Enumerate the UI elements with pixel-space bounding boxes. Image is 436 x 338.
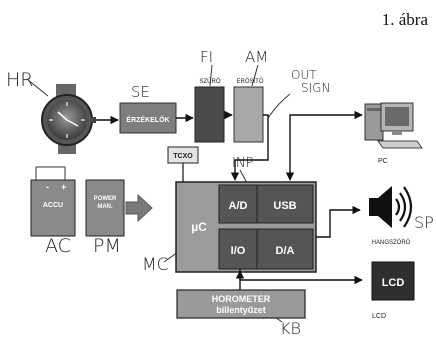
- label-fi: FI: [200, 48, 213, 66]
- da-label: D/A: [276, 245, 295, 257]
- accu-label: ACCU: [43, 202, 63, 209]
- label-out: OUT: [291, 68, 317, 82]
- lcd-screen-text: LCD: [382, 277, 405, 289]
- ad-label: A/D: [229, 200, 248, 212]
- sensors-label: ÉRZÉKELŐK: [126, 115, 169, 124]
- accu-block: - + ACCU: [31, 167, 75, 236]
- label-se: SE: [131, 83, 150, 101]
- speaker-label: HANGSZÓRÓ: [372, 239, 411, 246]
- pc-icon: PC: [365, 103, 422, 165]
- power-label-1: POWER: [94, 196, 117, 202]
- tcxo-label: TCXO: [173, 153, 193, 160]
- tcxo-block: TCXO: [168, 147, 198, 163]
- accu-plus: +: [61, 182, 66, 192]
- label-kb: KB: [280, 319, 301, 338]
- lcd-label: LCD: [372, 313, 386, 320]
- io-label: I/O: [231, 245, 246, 257]
- speaker-icon: HANGSZÓRÓ: [369, 186, 411, 246]
- amplifier-block: ERŐSÍTŐ: [234, 78, 264, 142]
- label-sp: SP: [414, 213, 434, 232]
- uc-label: µC: [191, 220, 207, 234]
- filter-label: SZŰRŐ: [200, 78, 221, 85]
- arrow-icon: [126, 195, 152, 221]
- mcu-block: µC A/D USB I/O D/A: [176, 182, 316, 272]
- keyboard-label-2: billentyűzet: [216, 305, 266, 315]
- pc-label: PC: [378, 158, 388, 165]
- label-mc: MC: [142, 255, 169, 275]
- sensors-block: ÉRZÉKELŐK: [120, 103, 176, 133]
- usb-label: USB: [273, 200, 296, 212]
- accu-minus: -: [46, 182, 49, 192]
- keyboard-block: HOROMETER billentyűzet: [177, 290, 305, 318]
- label-am: AM: [245, 48, 268, 66]
- power-label-2: MAN.: [97, 204, 113, 210]
- label-hr: HR: [6, 69, 34, 91]
- keyboard-label-1: HOROMETER: [212, 294, 271, 304]
- watch-icon: [42, 84, 96, 154]
- label-ac: AC: [45, 235, 71, 257]
- label-sign: SIGN: [301, 81, 330, 95]
- amplifier-label: ERŐSÍTŐ: [236, 78, 263, 85]
- lcd-icon: LCD LCD: [372, 262, 414, 320]
- filter-block: SZŰRŐ: [195, 78, 224, 142]
- power-block: POWER MAN.: [86, 180, 124, 236]
- label-pm: PM: [93, 235, 121, 257]
